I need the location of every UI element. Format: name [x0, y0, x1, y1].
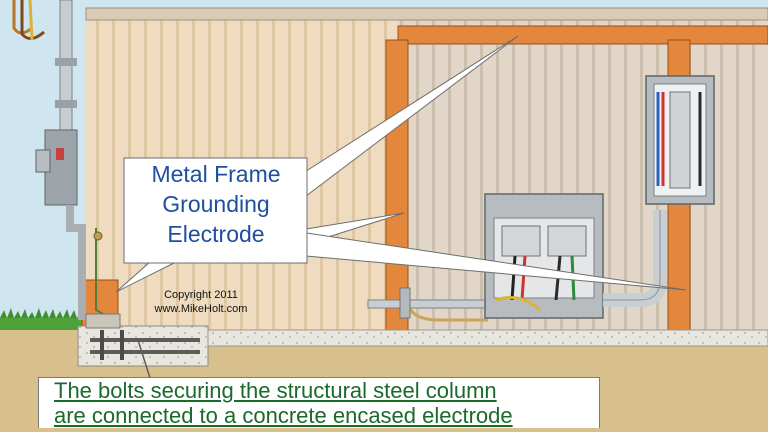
callout-line-1: Metal Frame — [151, 161, 281, 187]
grass — [0, 308, 90, 330]
caption-box: The bolts securing the structural steel … — [38, 377, 600, 428]
disconnect-switch — [35, 129, 86, 320]
callout-line-3: Electrode — [167, 221, 265, 247]
roof-edge — [85, 7, 768, 21]
callout-line-2: Grounding — [162, 191, 270, 217]
copyright-line-2: www.MikeHolt.com — [154, 303, 248, 315]
callout-box — [115, 35, 687, 293]
concrete-footing — [77, 313, 209, 367]
panel-conduit — [603, 210, 667, 307]
transformer-box — [484, 193, 604, 319]
copyright-notice: Copyright 2011 www.MikeHolt.com — [146, 288, 256, 316]
caption-pointer — [137, 339, 151, 379]
callout-label: Metal Frame Grounding Electrode — [123, 159, 309, 249]
caption-line-2: are connected to a concrete encased elec… — [54, 403, 513, 428]
copyright-line-1: Copyright 2011 — [164, 289, 238, 301]
panelboard — [645, 75, 715, 205]
caption-line-1: The bolts securing the structural steel … — [54, 378, 497, 403]
floor-slab — [207, 329, 768, 347]
